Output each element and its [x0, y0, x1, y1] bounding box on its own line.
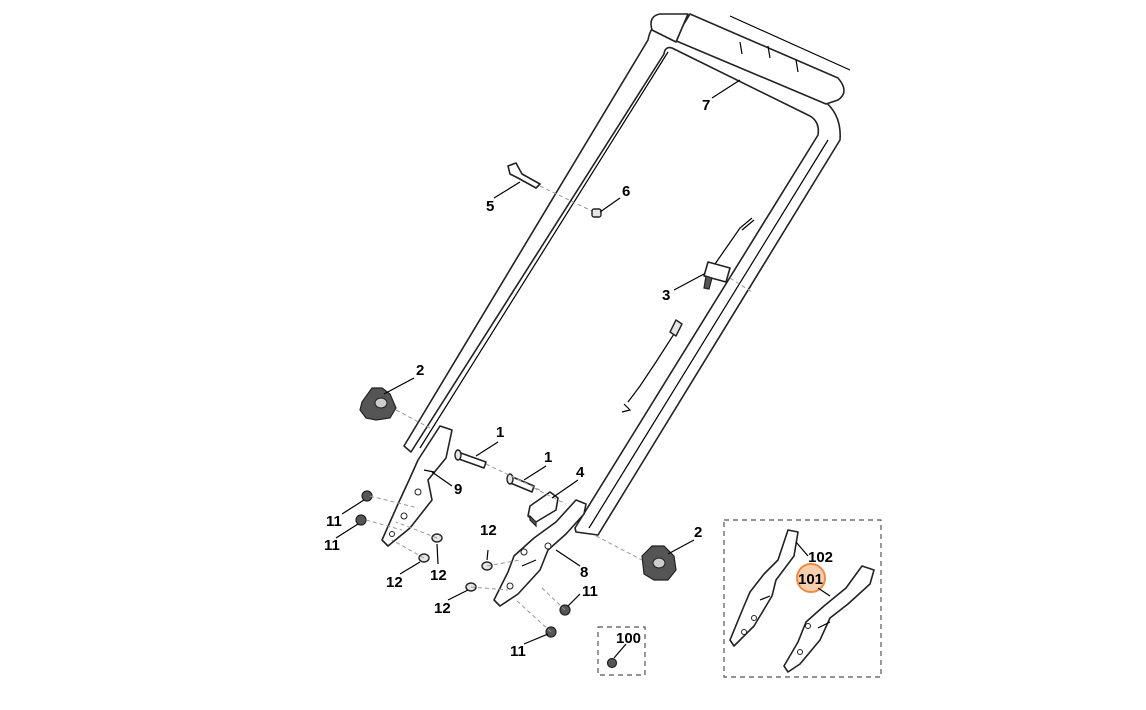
part-6-nut[interactable]: [591, 208, 602, 218]
part-1-bolt-upper[interactable]: [454, 449, 487, 469]
label-part-3[interactable]: 3: [662, 287, 670, 304]
part-3-cable-clip[interactable]: [703, 217, 755, 293]
label-part-102[interactable]: 102: [808, 549, 833, 566]
part-9-left-bracket[interactable]: [381, 425, 453, 547]
label-part-11-a[interactable]: 11: [326, 513, 342, 530]
label-part-2-left[interactable]: 2: [416, 362, 424, 379]
label-part-9[interactable]: 9: [454, 481, 462, 498]
label-part-6[interactable]: 6: [622, 183, 630, 200]
part-101-bracket[interactable]: [783, 565, 875, 673]
part-11-screw-b[interactable]: [355, 514, 367, 526]
label-part-7[interactable]: 7: [702, 97, 710, 114]
part-100-kit-box[interactable]: [597, 626, 646, 676]
part-4-spacer[interactable]: [527, 491, 559, 528]
label-part-12-d[interactable]: 12: [434, 600, 451, 617]
label-part-5[interactable]: 5: [486, 198, 494, 215]
part-5-clip[interactable]: [507, 162, 595, 213]
part-2-knob-left[interactable]: [359, 387, 431, 429]
label-part-1-upper[interactable]: 1: [496, 424, 504, 441]
label-part-8[interactable]: 8: [580, 564, 588, 581]
label-part-11-c[interactable]: 11: [582, 583, 598, 600]
label-part-12-a[interactable]: 12: [386, 574, 403, 591]
label-part-12-c[interactable]: 12: [480, 522, 497, 539]
part-8-right-bracket[interactable]: [493, 499, 587, 607]
label-part-101[interactable]: 101: [798, 571, 823, 588]
label-part-12-b[interactable]: 12: [430, 567, 447, 584]
label-part-4[interactable]: 4: [576, 464, 585, 481]
label-part-1-lower[interactable]: 1: [544, 449, 552, 466]
label-part-11-d[interactable]: 11: [510, 643, 526, 660]
label-part-100[interactable]: 100: [616, 630, 641, 647]
part-2-knob-right[interactable]: [595, 535, 677, 581]
part-102-bracket[interactable]: [729, 529, 799, 647]
throttle-cable[interactable]: [621, 319, 683, 413]
part-101-highlight[interactable]: [796, 563, 826, 593]
upper-handle[interactable]: [403, 13, 851, 536]
part-101-102-kit-box: [723, 519, 882, 678]
label-part-2-right[interactable]: 2: [694, 524, 702, 541]
label-part-11-b[interactable]: 11: [324, 537, 340, 554]
